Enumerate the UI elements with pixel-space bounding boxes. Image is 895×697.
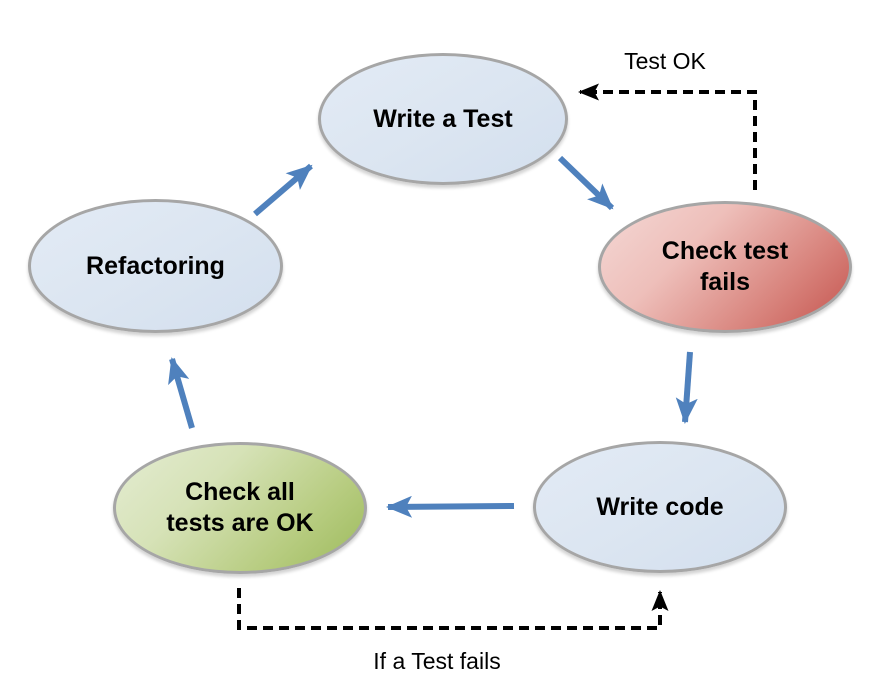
- label-test-ok: Test OK: [624, 48, 706, 74]
- node-refactoring: Refactoring: [28, 199, 283, 333]
- node-write-code: Write code: [533, 441, 787, 573]
- node-check-test-fails-label: Check test fails: [662, 236, 788, 298]
- arrow-write-a-test-to-check-test-fails: [557, 155, 615, 211]
- node-refactoring-label: Refactoring: [86, 251, 225, 280]
- node-write-a-test: Write a Test: [318, 53, 568, 185]
- dashed-arrow-test-ok: [578, 83, 757, 190]
- node-write-code-label: Write code: [596, 492, 724, 521]
- arrow-check-test-fails-to-write-code: [675, 351, 698, 424]
- node-write-a-test-label: Write a Test: [373, 104, 513, 133]
- label-if-a-test-fails: If a Test fails: [373, 648, 501, 674]
- arrow-write-code-to-check-all-tests: [386, 495, 515, 518]
- node-check-all-tests-line1: Check all: [185, 478, 295, 506]
- node-check-test-fails: Check test fails: [598, 201, 852, 333]
- node-check-all-tests-line2: tests are OK: [166, 509, 314, 537]
- arrow-check-all-tests-to-refactoring: [168, 357, 195, 429]
- node-check-all-tests-label: Check all tests are OK: [166, 477, 313, 539]
- node-check-test-fails-line1: Check test: [661, 237, 789, 265]
- arrow-refactoring-to-write-a-test: [253, 163, 313, 217]
- node-check-test-fails-line2: fails: [699, 268, 750, 296]
- node-check-all-tests-are-ok: Check all tests are OK: [113, 442, 367, 574]
- dashed-arrow-if-a-test-fails: [237, 588, 669, 630]
